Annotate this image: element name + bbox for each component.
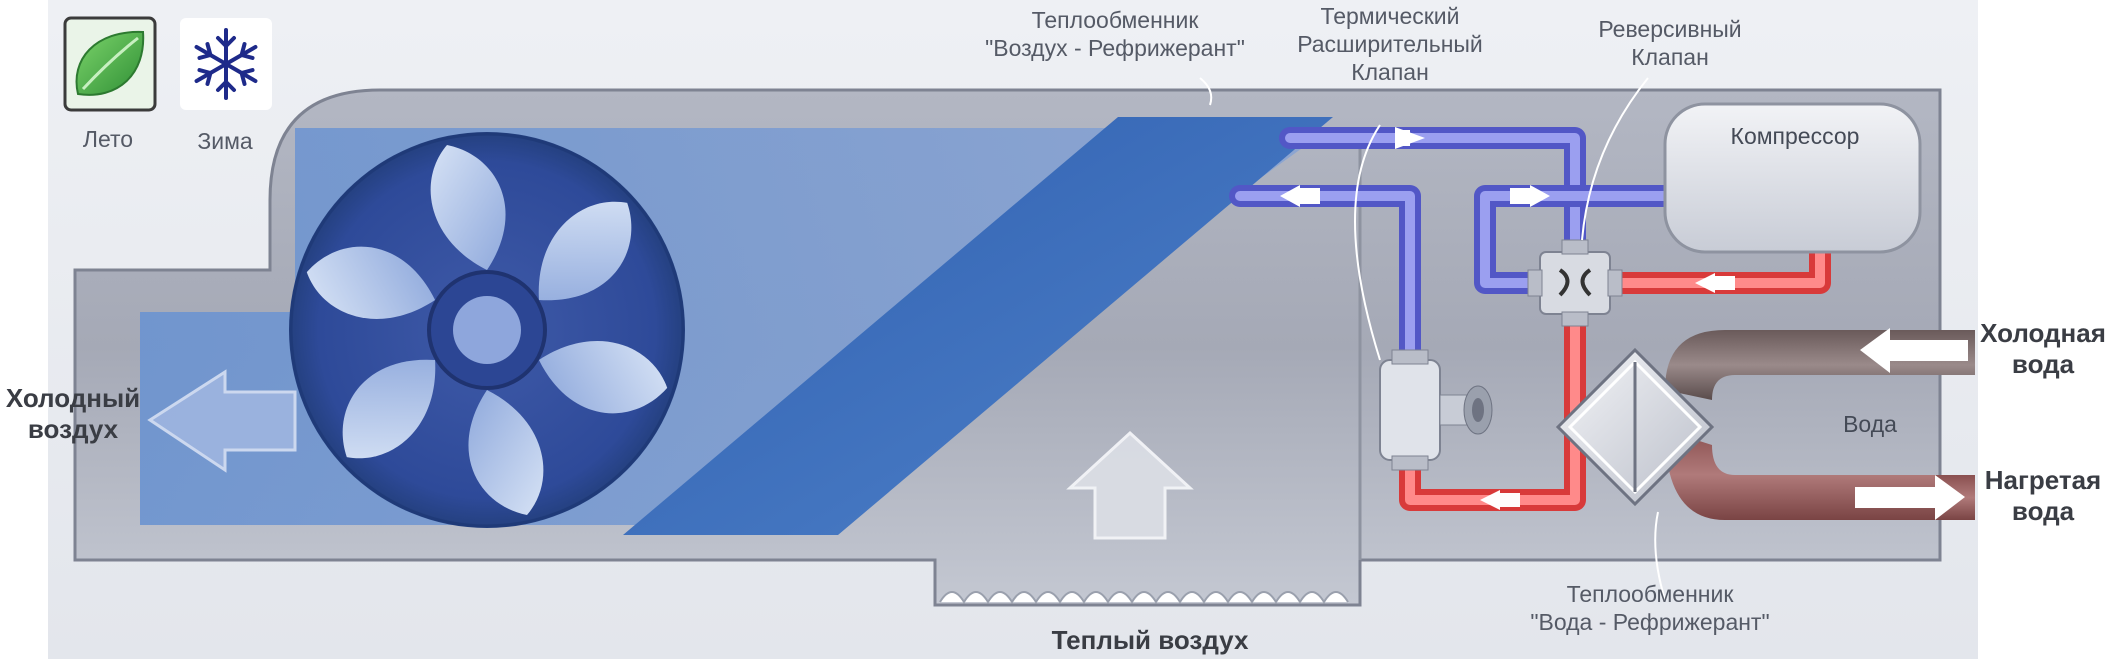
cold-water-arrow bbox=[1860, 328, 1968, 373]
snowflake-icon bbox=[194, 28, 258, 100]
warm-air-arrow bbox=[1066, 430, 1194, 540]
cold-water-label: Холодная вода bbox=[1980, 318, 2106, 379]
reversing-valve-label: Реверсивный Клапан bbox=[1598, 16, 1742, 70]
fan bbox=[289, 132, 685, 528]
winter-mode-label: Зима bbox=[197, 128, 253, 154]
heated-water-label: Нагретая вода bbox=[1984, 465, 2102, 526]
thermal-expansion-valve bbox=[1379, 349, 1493, 471]
reversing-valve bbox=[1527, 239, 1623, 327]
flow-arrows bbox=[1280, 127, 1735, 510]
heated-water-arrow bbox=[1855, 475, 1965, 520]
air-refrigerant-hx-label: Теплообменник "Воздух - Рефрижерант" bbox=[985, 7, 1245, 61]
thermal-expansion-valve-label: Термический Расширительный Клапан bbox=[1297, 3, 1483, 85]
warm-air-label: Теплый воздух bbox=[1051, 625, 1249, 655]
summer-mode-label: Лето bbox=[82, 126, 134, 152]
water-refrigerant-hx-label: Теплообменник "Вода - Рефрижерант" bbox=[1530, 581, 1770, 635]
cold-air-arrow bbox=[147, 369, 297, 473]
air-refrigerant-coil bbox=[623, 117, 1333, 535]
summer-mode-button[interactable] bbox=[63, 16, 157, 112]
compressor-label: Компрессор bbox=[1730, 123, 1860, 149]
warm-air-inlet-grille bbox=[935, 591, 1360, 607]
water-label: Вода bbox=[1843, 411, 1897, 437]
winter-mode-button[interactable] bbox=[180, 18, 272, 110]
fan-blades-icon bbox=[306, 145, 668, 515]
compressor bbox=[1663, 102, 1922, 254]
label-leader-lines bbox=[1199, 77, 1666, 601]
cold-air-label: Холодный воздух bbox=[5, 383, 141, 444]
water-refrigerant-heat-exchanger bbox=[1555, 347, 1715, 507]
leaf-icon bbox=[75, 30, 145, 96]
